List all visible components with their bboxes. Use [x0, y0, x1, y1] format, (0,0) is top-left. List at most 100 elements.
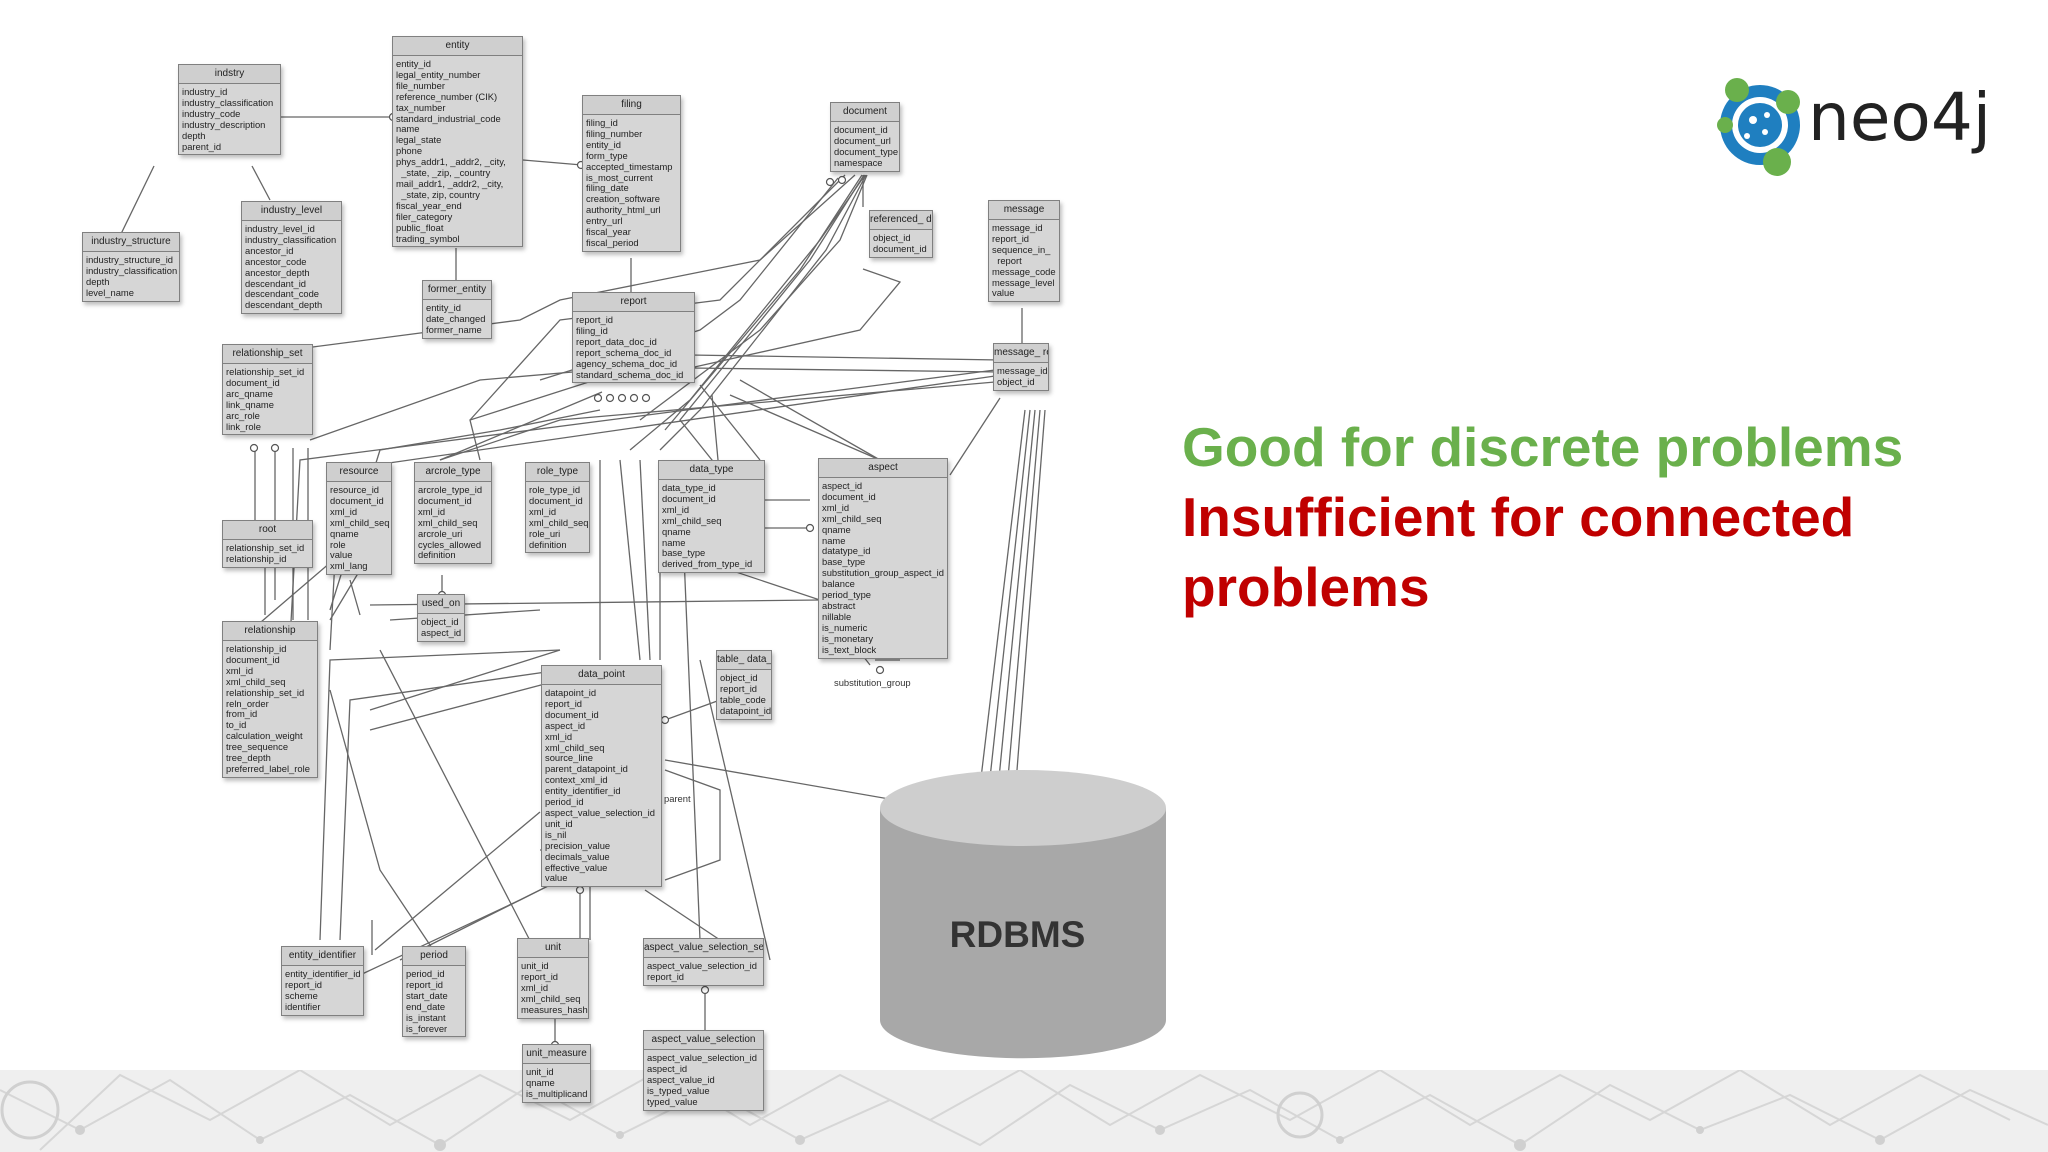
table-field: report_id	[647, 970, 685, 982]
table-title: period	[403, 947, 465, 966]
table-field: xml_id	[662, 503, 690, 515]
table-title: industry_level	[242, 202, 341, 221]
table-title: filing	[583, 96, 680, 115]
table-field: unit_id	[526, 1066, 554, 1077]
table-field: object_id	[997, 375, 1035, 387]
table-field: mail_addr1, _addr2, _city,	[396, 177, 504, 189]
table-field: qname	[330, 527, 359, 539]
table-field: document_type	[834, 145, 899, 157]
table-field: reln_order	[226, 697, 269, 709]
table-title: relationship_set	[223, 345, 312, 364]
table-field: depth	[86, 275, 110, 287]
table-field: table_code	[720, 693, 766, 705]
table-field: aspect_id	[421, 626, 462, 638]
table-title: report	[573, 293, 694, 312]
table-field: phys_addr1, _addr2, _city,	[396, 156, 506, 168]
table-field: filer_category	[396, 210, 453, 222]
table-title: used_on	[418, 595, 464, 614]
table-title: unit	[518, 939, 588, 958]
table-title: former_entity	[423, 281, 491, 300]
table-field: preferred_label_role	[226, 762, 310, 774]
table-field: relationship_id	[226, 552, 287, 564]
table-field: entity_id	[586, 138, 621, 150]
table-field: public_float	[396, 221, 444, 233]
table-field: document_id	[822, 490, 876, 502]
table-field: scheme	[285, 989, 318, 1001]
table-field: xml_id	[529, 505, 557, 517]
table-field: typed_value	[647, 1095, 698, 1107]
table-field: aspect_value_selection_id	[647, 1052, 757, 1063]
edge-label-substitution-group: substitution_group	[834, 677, 911, 688]
table-field: form_type	[586, 149, 628, 161]
table-field: xml_child_seq	[662, 514, 722, 526]
table-field: standard_schema_doc_id	[576, 368, 684, 380]
table-field: xml_child_seq	[418, 516, 478, 528]
table-field: document_id	[226, 653, 280, 665]
table-field: base_type	[662, 547, 706, 559]
table-field: aspect_id	[545, 719, 586, 731]
network-pattern	[0, 1070, 2048, 1151]
table-field: xml_id	[545, 730, 573, 742]
table-field: cycles_allowed	[418, 538, 482, 550]
table-title: industry_structure	[83, 233, 179, 252]
table-title: root	[223, 521, 312, 540]
table-field: xml_child_seq	[330, 516, 390, 528]
table-field: derived_from_type_id	[662, 558, 753, 570]
rdbms-label: RDBMS	[949, 914, 1086, 955]
table-field: is_instant	[406, 1011, 446, 1023]
table-field: level_name	[86, 286, 134, 298]
edge-label-parent: parent	[664, 793, 691, 804]
table-field: period_id	[545, 796, 584, 808]
table-field: relationship_set_id	[226, 542, 305, 553]
table-field: parent_id	[182, 140, 222, 152]
table-field: aspect_value_selection_id	[545, 806, 655, 818]
table-title: aspect_value_selection_set	[644, 939, 763, 958]
table-field: name	[396, 123, 420, 135]
table-field: filing_number	[586, 127, 643, 139]
table-field: descendant_depth	[245, 299, 323, 311]
table-field: decimals_value	[545, 850, 610, 862]
table-field: is_typed_value	[647, 1084, 710, 1096]
table-field: definition	[529, 538, 567, 550]
table-field: report_id	[576, 314, 614, 325]
table-field: measures_hash	[521, 1003, 588, 1015]
table-field: document_id	[834, 124, 888, 135]
table-field: link_qname	[226, 398, 274, 410]
table-field: descendant_code	[245, 288, 320, 300]
table-field: reference_number (CIK)	[396, 90, 498, 102]
table-field: tree_sequence	[226, 741, 289, 753]
table-field: to_id	[226, 719, 247, 731]
table-field: period_id	[406, 968, 445, 979]
table-field: depth	[182, 129, 206, 141]
table-field: authority_html_url	[586, 204, 661, 216]
table-field: calculation_weight	[226, 730, 303, 742]
table-field: filing_id	[586, 117, 618, 128]
table-field: document_id	[662, 492, 716, 504]
table-field: name	[822, 534, 846, 546]
table-field: xml_child_seq	[521, 992, 581, 1004]
table-field: report_data_doc_id	[576, 335, 657, 347]
table-field: industry_description	[182, 118, 266, 130]
table-field: namespace	[834, 156, 883, 168]
table-field: _state, _zip, _country	[396, 167, 491, 179]
table-field: industry_id	[182, 86, 228, 97]
table-field: ancestor_id	[245, 244, 294, 256]
